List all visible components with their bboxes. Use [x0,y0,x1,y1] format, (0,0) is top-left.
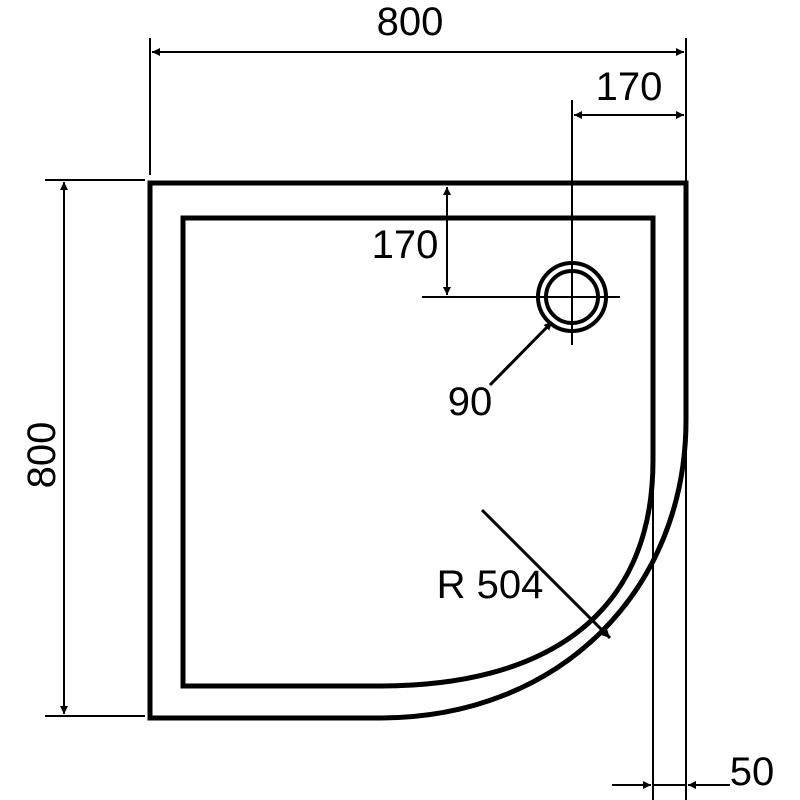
width-label: 800 [377,0,444,44]
radius-leader: R 504 [437,508,612,640]
tray-outer-outline [147,180,689,721]
tray-inner-outline [180,215,656,689]
drain [422,100,620,345]
radius-leader-line [480,508,612,640]
drain-diameter-leader-line [488,320,554,387]
height-label: 800 [20,422,64,489]
drain-diameter-leader: 90 [448,320,554,424]
drain-offset-x-label: 170 [596,65,663,109]
drain-offset-y-label: 170 [372,223,439,267]
drain-offset-y-dimension: 170 [372,187,451,295]
drain-diameter-label: 90 [448,380,493,424]
height-dimension: 800 [20,179,145,717]
rim-width-dimension: 50 [612,460,774,800]
rim-width-label: 50 [730,750,775,794]
width-dimension: 800 [149,0,687,800]
drain-offset-x-dimension: 170 [574,65,684,119]
radius-label: R 504 [437,563,544,607]
